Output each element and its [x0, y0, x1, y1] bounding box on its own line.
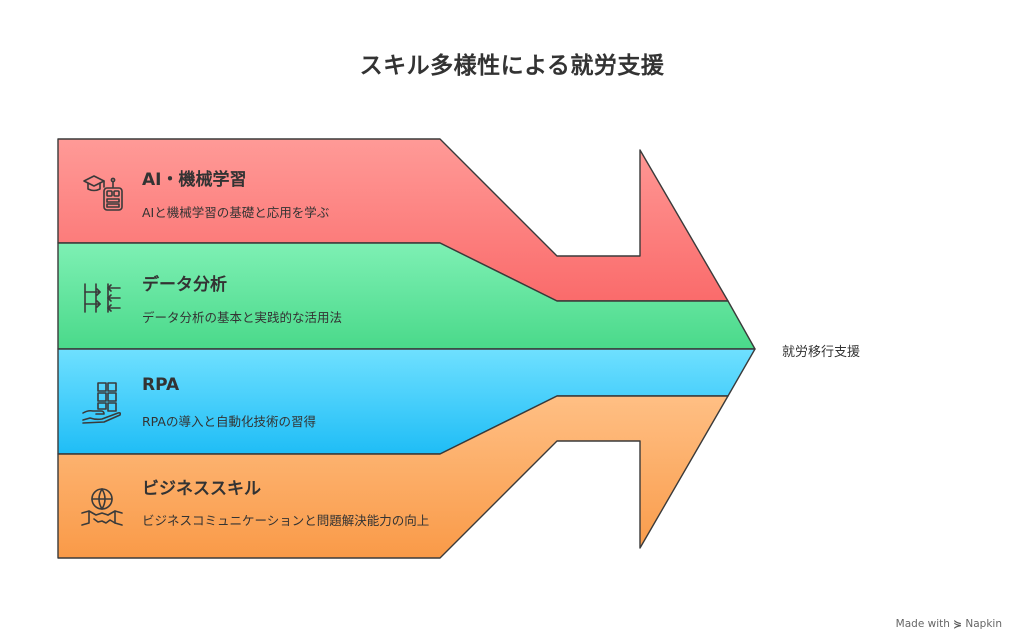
band-ai-description: AIと機械学習の基礎と応用を学ぶ — [142, 205, 330, 220]
target-label: 就労移行支援 — [782, 345, 861, 360]
automation-hand-blocks-icon — [82, 382, 122, 424]
handshake-globe-icon — [81, 488, 123, 526]
page-title: スキル多様性による就労支援 — [359, 53, 665, 79]
band-business-description: ビジネスコミュニケーションと問題解決能力の向上 — [142, 513, 430, 528]
band-rpa-title: RPA — [142, 375, 180, 395]
band-rpa-description: RPAの導入と自動化技術の習得 — [142, 414, 316, 429]
band-data-description: データ分析の基本と実践的な活用法 — [142, 310, 343, 325]
data-flow-icon — [84, 283, 121, 313]
footer-prefix: Made with — [895, 618, 950, 630]
band-business-shape — [57, 395, 729, 559]
band-business-title: ビジネススキル — [142, 479, 261, 499]
made-with-napkin-footer[interactable]: Made with ⋟ Napkin — [896, 618, 1002, 630]
napkin-logo-icon: ⋟ — [953, 618, 963, 630]
ai-robot-graduation-icon — [83, 175, 123, 211]
band-data-title: データ分析 — [142, 275, 227, 295]
footer-brand: Napkin — [965, 618, 1002, 630]
band-ai-title: AI・機械学習 — [142, 170, 247, 190]
